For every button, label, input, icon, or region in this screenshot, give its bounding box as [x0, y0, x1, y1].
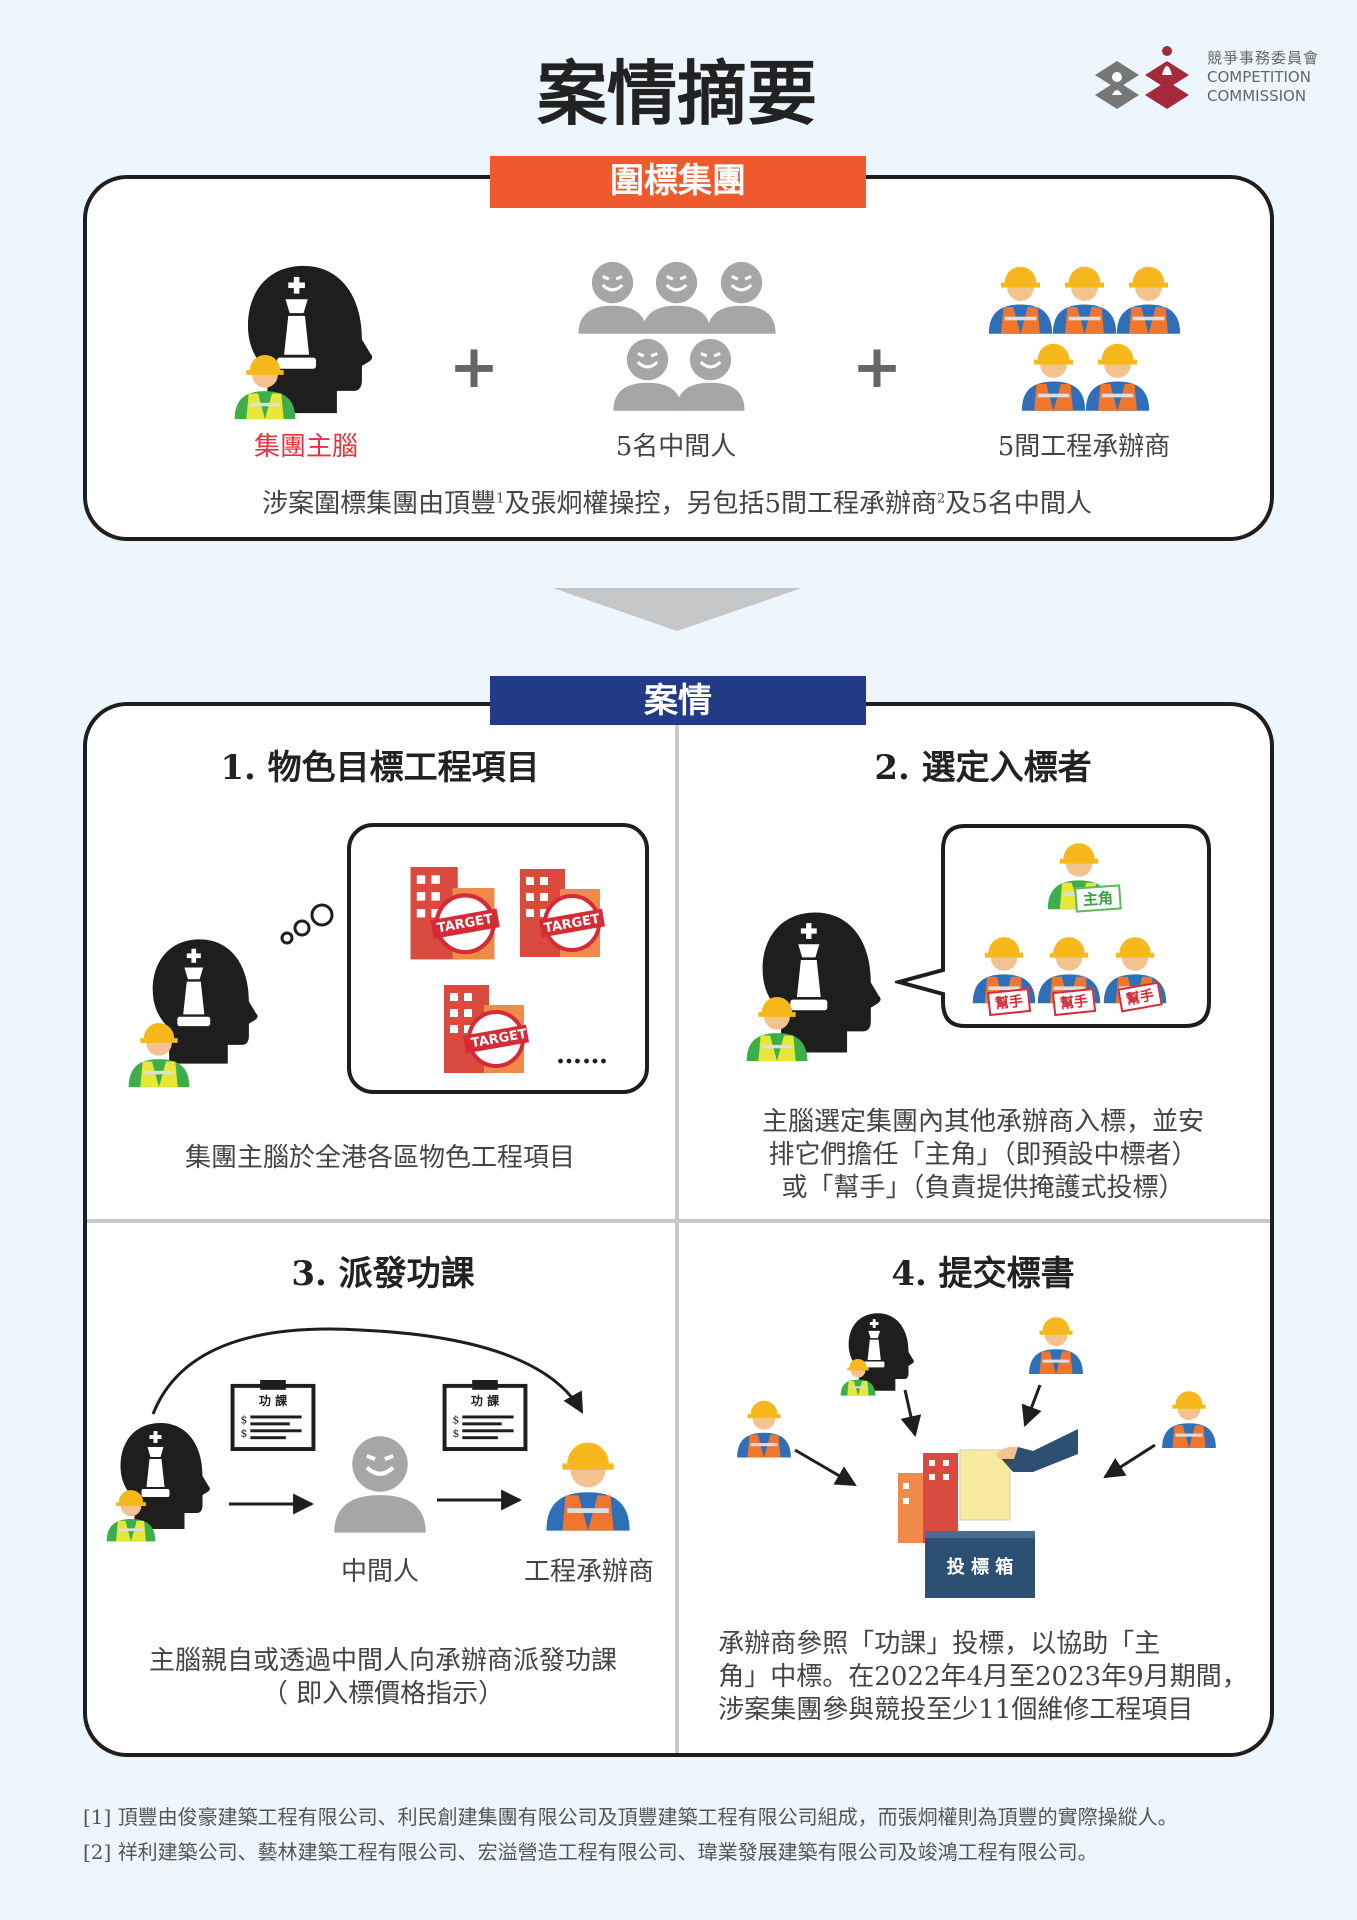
step-1-title: 1. 物色目標工程項目 [220, 748, 540, 788]
helper-tag: 幫手 [986, 987, 1032, 1017]
middlemen-label: 5名中間人 [615, 432, 737, 462]
contractor-worker-icon [1048, 258, 1121, 334]
logo-mark-icon [1095, 46, 1189, 109]
hand-ballot-icon [958, 1425, 1083, 1525]
text-line: 涉案集團參與競投至少11個維修工程項目 [718, 1695, 1194, 1725]
step-2-text: 主腦選定集團內其他承辦商入標，並安排它們擔任「主角」（即預設中標者）或「幫手」（… [762, 1106, 1204, 1205]
text-line: 主腦親自或透過中間人向承辦商派發功課 [148, 1646, 618, 1676]
middleman-icon [331, 1427, 429, 1537]
text-line: 排它們擔任「主角」（即預設中標者） [768, 1140, 1198, 1170]
horizontal-divider [87, 1219, 1270, 1223]
text-line: 主腦選定集團內其他承辦商入標，並安 [761, 1107, 1205, 1137]
thought-bubbles-icon [280, 903, 334, 945]
contractor-label: 工程承辦商 [523, 1557, 655, 1587]
contractor-worker-icon [733, 1388, 795, 1463]
building-icon [893, 1448, 983, 1543]
contractor-worker-icon [540, 1421, 636, 1541]
middleman-label: 中間人 [340, 1557, 420, 1587]
ballot-box: 投 標 箱 [925, 1531, 1035, 1598]
price-sheet-title: 功 課 [258, 1394, 288, 1408]
step-3-text: 主腦親自或透過中間人向承辦商派發功課（ 即入標價格指示） [149, 1645, 617, 1711]
contractor-worker-icon [1017, 335, 1090, 411]
contractor-worker-icon [1158, 1380, 1220, 1452]
lead-tag: 主角 [1074, 884, 1122, 913]
text-line: 或「幫手」（負責提供掩護式投標） [781, 1173, 1185, 1203]
contractor-worker-icon [1025, 1306, 1087, 1378]
step-2-title: 2. 選定入標者 [874, 748, 1092, 788]
step-3-title: 3. 派發功課 [291, 1254, 475, 1294]
worker-green-icon [230, 345, 300, 421]
worker-green-icon [742, 985, 812, 1065]
footnotes: [1] 頂豐由俊豪建築工程有限公司、利民創建集團有限公司及頂豐建築工程有限公司組… [83, 1800, 1178, 1870]
step-4-text: 承辦商參照「功課」投標，以協助「主角」中標。在2022年4月至2023年9月期間… [718, 1628, 1247, 1727]
logo-text-en-1: COMPETITION [1207, 68, 1311, 86]
worker-green-icon [103, 1480, 159, 1545]
plus-icon: + [448, 332, 500, 402]
group-caption: 涉案圍標集團由頂豐1及張炯權操控，另包括5間工程承辦商2及5名中間人 [262, 483, 1092, 520]
vertical-divider [675, 706, 679, 1753]
target-building-icon [400, 855, 505, 963]
contractor-worker-icon [1081, 335, 1154, 411]
price-sheet-clipboard-icon [230, 1378, 316, 1451]
competition-commission-logo: 競爭事務委員會 COMPETITION COMMISSION [1090, 43, 1335, 115]
footnote-ref-1[interactable]: 1 [496, 491, 505, 507]
helper-tag: 幫手 [1051, 987, 1097, 1017]
worker-green-icon [124, 1012, 194, 1090]
caption-part: 及5名中間人 [945, 489, 1092, 519]
footnote-1: [1] 頂豐由俊豪建築工程有限公司、利民創建集團有限公司及頂豐建築工程有限公司組… [83, 1805, 1178, 1829]
case-label: 案情 [490, 676, 866, 725]
worker-green-icon [838, 1352, 878, 1398]
middleman-icon [674, 335, 747, 411]
middleman-icon [640, 258, 713, 334]
contractors-label: 5間工程承辦商 [997, 432, 1171, 462]
logo-text-en-2: COMMISSION [1207, 87, 1307, 105]
text-line: （ 即入標價格指示） [261, 1679, 505, 1709]
price-sheet-clipboard-icon [441, 1378, 529, 1451]
flow-arrows [151, 1327, 584, 1515]
more-dots: …… [556, 1040, 608, 1070]
middleman-icon [576, 258, 649, 334]
group-label: 圍標集團 [490, 156, 866, 208]
price-sheet-title: 功 課 [470, 1394, 500, 1408]
mastermind-label: 集團主腦 [253, 432, 359, 462]
target-building-icon [423, 975, 545, 1075]
contractor-worker-icon [984, 258, 1057, 334]
caption-part: 及張炯權操控，另包括5間工程承辦商 [504, 489, 938, 519]
step-4-title: 4. 提交標書 [891, 1254, 1075, 1294]
text-line: 承辦商參照「功課」投標，以協助「主 [718, 1629, 1161, 1659]
logo-text-zh: 競爭事務委員會 [1207, 49, 1320, 67]
plus-icon: + [851, 332, 903, 402]
text-line: 角」中標。在2022年4月至2023年9月期間， [718, 1662, 1248, 1692]
page-title: 案情摘要 [537, 53, 817, 135]
footnote-2: [2] 祥利建築公司、藝林建築工程有限公司、宏溢營造工程有限公司、瑋業發展建築有… [83, 1840, 1098, 1864]
caption-part: 涉案圍標集團由頂豐 [262, 489, 497, 519]
step-1-text: 集團主腦於全港各區物色工程項目 [184, 1143, 576, 1173]
middleman-icon [705, 258, 778, 334]
contractor-worker-icon [1112, 258, 1185, 334]
footnote-ref-2[interactable]: 2 [937, 491, 946, 507]
down-arrow-icon [553, 588, 802, 631]
target-building-icon [510, 855, 610, 963]
bid-arrows [794, 1384, 1156, 1487]
